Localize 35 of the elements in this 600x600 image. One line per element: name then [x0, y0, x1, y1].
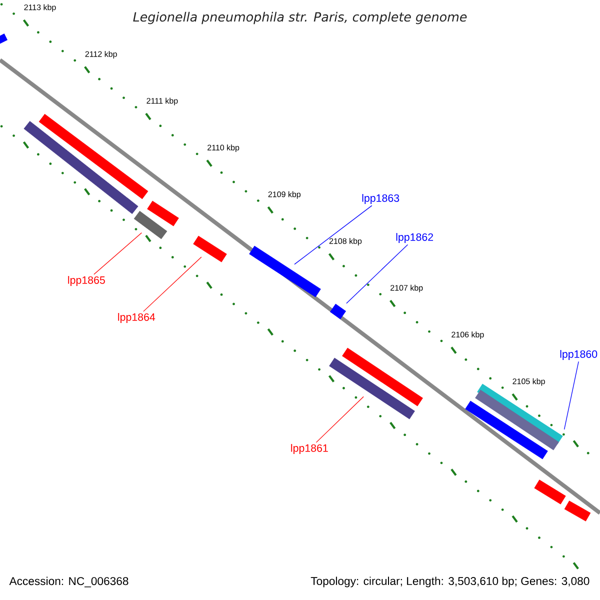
gene-bar	[134, 210, 168, 240]
leader-line	[294, 205, 372, 265]
scale-label: 2109 kbp	[268, 191, 301, 199]
gene-label: lpp1861	[291, 444, 328, 454]
gene-label: lpp1862	[396, 233, 434, 243]
scale-label: 2111 kbp	[146, 98, 178, 106]
title: Legionella pneumophila str. Paris, complete genome	[133, 12, 467, 24]
scale-label: 2110 kbp	[208, 144, 240, 152]
leader-line	[143, 256, 202, 312]
leader-line	[564, 361, 579, 430]
scale-label: 2113 kbp	[24, 4, 56, 12]
leader-line	[346, 244, 408, 304]
scale-label: 2107 kbp	[390, 284, 423, 292]
footer-text: Accession: NC_006368	[9, 576, 128, 588]
gene-bar	[38, 114, 148, 200]
gene-bar	[342, 348, 423, 406]
scale-label: 2106 kbp	[452, 332, 484, 339]
gene-bar	[475, 390, 559, 450]
gene-label: lpp1865	[68, 276, 105, 286]
footer-text: Topology: circular; Length: 3,503,610 bp; Genes: 3,080	[310, 576, 590, 588]
gene-bar	[534, 480, 566, 504]
gene-bar	[147, 200, 179, 226]
gene-bar	[193, 236, 227, 262]
gene-bar	[564, 500, 591, 522]
gene-bar	[329, 358, 415, 420]
leader-line	[316, 396, 364, 443]
gene-label: lpp1863	[362, 194, 400, 204]
leader-line	[94, 232, 142, 275]
scale-label: 2108 kbp	[329, 238, 362, 246]
gene-label: lpp1864	[118, 313, 156, 323]
scale-label: 2105 kbp	[512, 378, 545, 386]
gene-bar	[249, 246, 321, 298]
gene-label: lpp1860	[560, 350, 598, 360]
scale-label: 2112 kbp	[85, 51, 117, 58]
gene-bar	[465, 400, 548, 460]
